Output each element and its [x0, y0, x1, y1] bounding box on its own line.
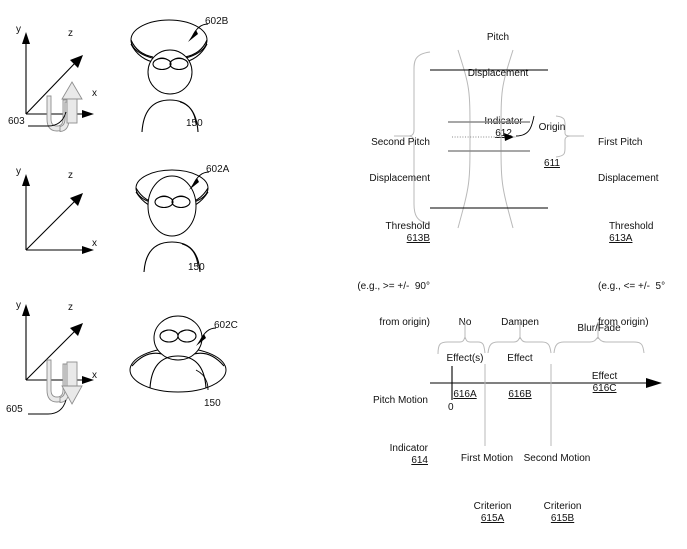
pd-title-ref: 612 [495, 128, 512, 139]
fpt-line4: (e.g., <= +/- 5° [598, 281, 666, 292]
eff2-line2: Effect [591, 371, 618, 382]
fpt-line1: First Pitch [598, 137, 643, 148]
axis-label-x-top: x [92, 88, 97, 99]
origin-label-block: Origin 611 [527, 98, 577, 182]
crit0-ref: 615A [480, 513, 505, 524]
eff0-ref: 616A [453, 389, 477, 400]
axis-zero-label: 0 [448, 402, 454, 413]
origin-label: Origin [538, 122, 566, 133]
axis-label-y-middle: y [16, 166, 21, 177]
axis-label-x-middle: x [92, 238, 97, 249]
rotation-ref-603: 603 [8, 116, 25, 127]
axis-label-z-bottom: z [68, 302, 73, 313]
leader-line-605 [26, 396, 76, 422]
leader-line-602B [182, 20, 212, 50]
criterion-label-615B: Second Motion Criterion 615B [508, 429, 606, 549]
first-pitch-threshold-callout: First Pitch Displacement Threshold 613A … [598, 113, 687, 341]
crit1-line2: Criterion [543, 501, 582, 512]
pd-title-line1: Pitch [486, 32, 510, 43]
effect-braces [430, 322, 660, 366]
spt-line2: Displacement [369, 173, 430, 184]
axis-triad-top [0, 14, 120, 144]
fpt-line5: from origin) [598, 317, 649, 328]
axis-label-x-bottom: x [92, 370, 97, 381]
eff2-ref: 616C [592, 383, 617, 394]
eff1-line2: Effect [507, 353, 533, 364]
headset-ref-602C: 602C [214, 320, 238, 331]
eff2-line2-wrap: Effect 616C [558, 359, 640, 407]
spt-line1: Second Pitch [371, 137, 430, 148]
axis-label-y-top: y [16, 24, 21, 35]
crit1-ref: 615B [550, 513, 575, 524]
axis-label-y-bottom: y [16, 300, 21, 311]
user-ref-150-top: 150 [186, 118, 203, 129]
spt-line5: from origin) [379, 317, 430, 328]
eff0-line2: Effect(s) [446, 353, 484, 364]
spt-ref-613B: 613B [406, 233, 430, 244]
crit1-line1: Second Motion [523, 453, 591, 464]
leader-line-602C [190, 324, 220, 354]
fpt-line3: Threshold [608, 221, 654, 232]
headset-ref-602A: 602A [206, 164, 230, 175]
user-ref-150-middle: 150 [188, 262, 205, 273]
axis-label-z-middle: z [68, 170, 73, 181]
pmi-line2: Indicator [389, 443, 428, 454]
eff2-line1: Blur/Fade [577, 323, 621, 334]
pmi-ref-614: 614 [411, 455, 428, 466]
eff1-ref: 616B [508, 389, 532, 400]
pmi-line1: Pitch Motion [372, 395, 428, 406]
axis-triad-bottom [0, 292, 120, 422]
user-figure-602B [118, 10, 228, 140]
user-figure-602A [118, 158, 228, 278]
pitch-motion-axis [430, 358, 670, 450]
user-ref-150-bottom: 150 [204, 398, 221, 409]
second-pitch-threshold-callout: Second Pitch Displacement Threshold 613B… [330, 113, 430, 341]
axis-triad-middle [0, 158, 120, 268]
pd-title-line2: Displacement [467, 68, 529, 79]
pitch-displacement-graphic [394, 48, 623, 238]
fpt-line2: Displacement [598, 173, 659, 184]
fpt-line3-wrap: Threshold 613A [598, 209, 687, 257]
axis-label-z-top: z [68, 28, 73, 39]
pitch-motion-indicator-label: Pitch Motion Indicator 614 [342, 371, 428, 491]
headset-ref-602B: 602B [205, 16, 229, 27]
leader-line-603 [26, 108, 76, 134]
spt-line4: (e.g., >= +/- 90° [357, 281, 430, 292]
effect-label-616C: Blur/Fade Effect 616C [558, 299, 640, 419]
crit1-line2-wrap: Criterion 615B [508, 489, 606, 537]
user-figure-602C [120, 300, 240, 420]
rotation-ref-605: 605 [6, 404, 23, 415]
pmi-line2-wrap: Indicator 614 [342, 431, 428, 479]
origin-ref-611: 611 [544, 158, 560, 169]
spt-line3: Threshold [385, 221, 430, 232]
fpt-ref-613A: 613A [609, 233, 633, 244]
leader-line-602A [183, 168, 213, 198]
spt-line3-wrap: Threshold 613B [330, 209, 430, 257]
crit0-line2: Criterion [473, 501, 512, 512]
